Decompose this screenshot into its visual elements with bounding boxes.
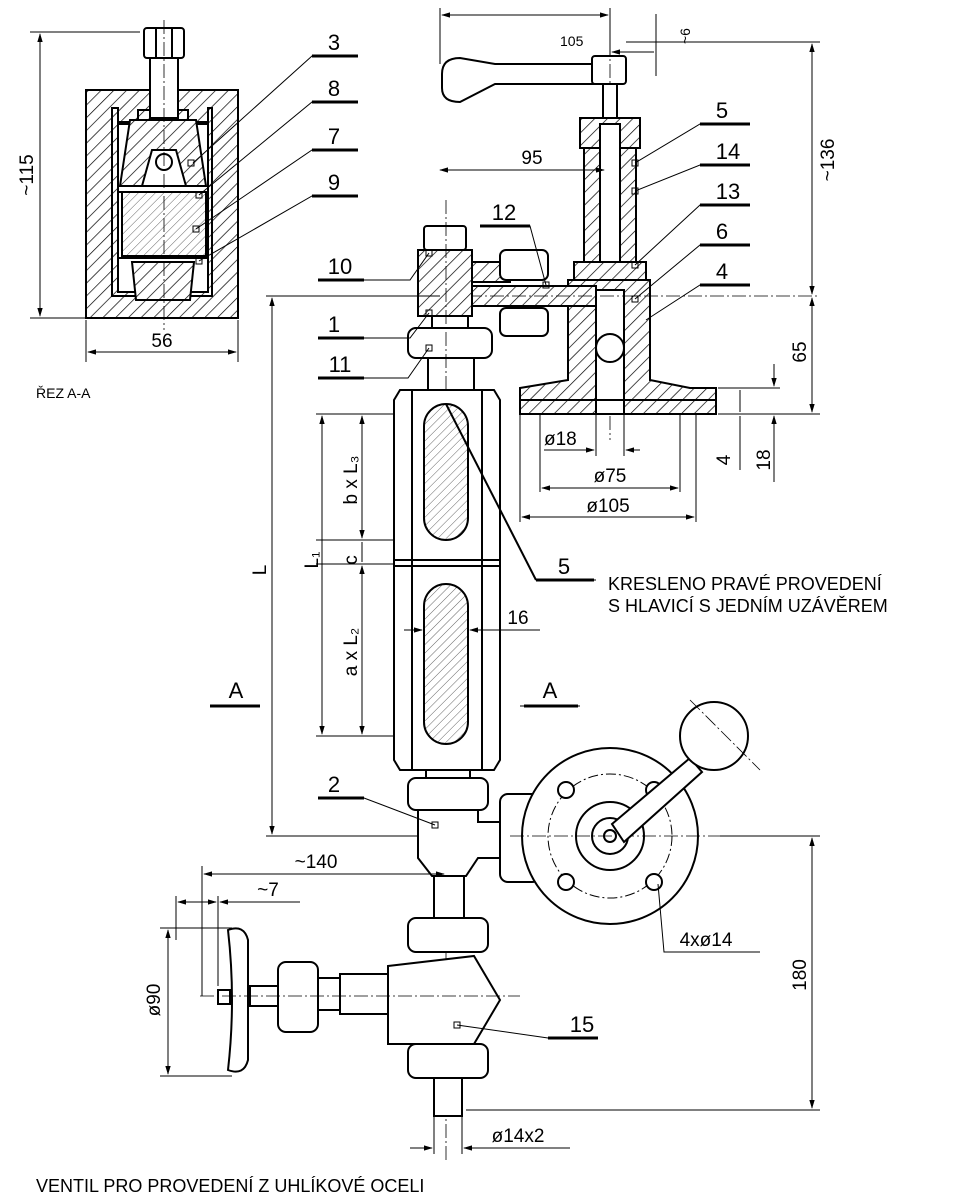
part-label-12: 12 xyxy=(492,200,516,225)
dim-4x14: 4xø14 xyxy=(680,930,733,951)
part-label-10: 10 xyxy=(328,254,352,279)
dim-18: 18 xyxy=(754,449,775,470)
part-label-15: 15 xyxy=(570,1012,594,1037)
dim-4: 4 xyxy=(714,454,735,465)
dim-dia90: ø90 xyxy=(144,984,165,1017)
dim-l: L xyxy=(250,565,271,576)
dim-105-top: 105 xyxy=(560,33,584,49)
dim-6: ~6 xyxy=(677,28,693,44)
part-label-14: 14 xyxy=(716,139,740,164)
part-label-5-top: 5 xyxy=(716,98,728,123)
part-label-11: 11 xyxy=(329,352,352,377)
dim-14x2: ø14x2 xyxy=(492,1126,545,1147)
dim-65: 65 xyxy=(790,341,811,362)
part-label-2: 2 xyxy=(328,772,340,797)
dim-180: 180 xyxy=(790,959,811,991)
part-label-4: 4 xyxy=(716,259,728,284)
part-label-9: 9 xyxy=(328,170,340,195)
gauge-dimensions xyxy=(210,295,596,837)
dim-b-x-l3: b x L₃ xyxy=(341,456,362,505)
upper-head xyxy=(270,20,820,1160)
dim-56: 56 xyxy=(151,331,172,352)
part-label-6: 6 xyxy=(716,219,728,244)
dim-dia75: ø75 xyxy=(594,466,627,487)
dim-c: c xyxy=(341,555,362,565)
dim-dia105: ø105 xyxy=(586,496,629,517)
lower-dimensions xyxy=(160,835,820,1154)
dim-95: 95 xyxy=(521,148,542,169)
note-line-1: KRESLENO PRAVÉ PROVEDENÍ xyxy=(608,574,882,594)
part-label-1: 1 xyxy=(328,312,340,337)
dim-7: ~7 xyxy=(257,880,279,901)
part-label-3: 3 xyxy=(328,30,340,55)
dim-a-x-l2: a x L₂ xyxy=(341,628,362,677)
dim-l1: L₁ xyxy=(302,552,323,569)
part-label-8: 8 xyxy=(328,76,340,101)
section-mark-right: A xyxy=(543,678,558,703)
section-dimensions xyxy=(30,31,239,362)
upper-dimensions xyxy=(439,8,820,522)
dim-dia18: ø18 xyxy=(544,429,577,450)
part-label-5-gauge: 5 xyxy=(558,554,570,579)
section-caption: ŘEZ A-A xyxy=(36,385,91,401)
section-mark-left: A xyxy=(229,678,244,703)
dim-136: ~136 xyxy=(818,139,839,182)
lower-valve-assembly xyxy=(200,699,761,1117)
note-line-2: S HLAVICÍ S JEDNÍM UZÁVĚREM xyxy=(608,596,888,616)
dim-16: 16 xyxy=(507,608,528,629)
section-a-a-view xyxy=(85,20,239,330)
part-label-7: 7 xyxy=(328,124,340,149)
dim-140: ~140 xyxy=(295,852,338,873)
label-underlines xyxy=(210,54,750,1040)
part-label-13: 13 xyxy=(716,179,740,204)
gauge-glass-body xyxy=(393,389,537,771)
dim-115: ~115 xyxy=(17,154,38,195)
footer-caption: VENTIL PRO PROVEDENÍ Z UHLÍKOVÉ OCELI xyxy=(36,1176,424,1196)
